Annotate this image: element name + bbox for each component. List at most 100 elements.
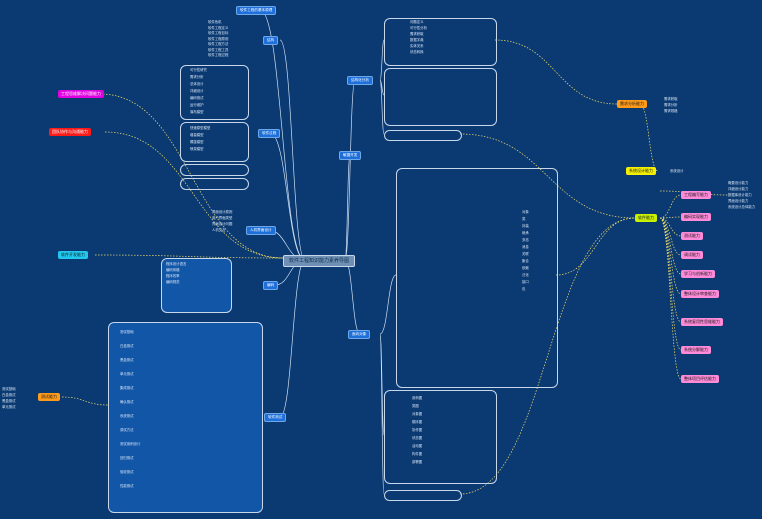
- testing-leaf: 性能测试: [120, 484, 134, 488]
- coding-leaf: 程序设计语言: [166, 262, 187, 266]
- oo-leaf: 类: [522, 217, 526, 221]
- basic-leaf: 软件工程原则: [208, 36, 229, 41]
- branch-dotted: [494, 39, 618, 105]
- cap-item: 概要设计能力: [728, 181, 749, 185]
- pink-dotted: [659, 217, 682, 351]
- frame-requirement-analysis: [384, 18, 497, 66]
- frame-data-flow: [384, 68, 497, 126]
- center-connector: [344, 79, 356, 261]
- basic-leaf: 软件工程方法: [208, 42, 229, 46]
- pink-dotted: [659, 217, 682, 275]
- pink-item[interactable]: 测试能力: [681, 232, 703, 240]
- cap-item: 详细设计能力: [728, 187, 749, 191]
- node-analysis-method[interactable]: 结构化分析: [347, 76, 373, 85]
- branch-software-ability[interactable]: 软件能力: [635, 214, 657, 222]
- uml-leaf: 类图: [412, 404, 419, 408]
- testing-leaf: 确认测试: [120, 400, 134, 404]
- ui-leaf: 用户界面类型: [212, 216, 233, 220]
- oo-leaf: 依赖: [522, 266, 529, 270]
- branch-dotted: [61, 396, 109, 406]
- pink-dotted: [659, 217, 682, 323]
- ui-leaf: 人机交互: [212, 228, 226, 232]
- left-test-item: 单元测试: [2, 405, 16, 409]
- branch-dev-ability[interactable]: 软件开发能力: [58, 251, 88, 259]
- basic-leaf: 软件危机: [208, 20, 222, 24]
- node-coding[interactable]: 编码: [263, 281, 279, 290]
- ui-leaf: 界面设计问题: [212, 222, 233, 226]
- branch-dotted: [459, 217, 636, 495]
- pink-dotted: [659, 216, 682, 219]
- pink-item[interactable]: 系统分解能力: [681, 346, 711, 354]
- basic-leaf: 软件工程目标: [208, 31, 229, 35]
- uml-leaf: 状态图: [412, 436, 423, 440]
- oo-leaf: 关联: [522, 252, 529, 256]
- node-structure[interactable]: 结构: [263, 36, 279, 45]
- oo-leaf: 接口: [522, 280, 529, 284]
- oo-leaf: 消息: [522, 245, 529, 249]
- analysis-connector: [379, 79, 385, 96]
- uml-leaf: 活动图: [412, 444, 423, 448]
- pink-dotted: [659, 194, 682, 219]
- center-connector: [259, 9, 306, 261]
- branch-system-design[interactable]: 系统设计能力: [626, 167, 656, 175]
- oo-leaf: 封装: [522, 224, 529, 228]
- frame-data-dict: [384, 130, 462, 141]
- frame-models: [180, 122, 249, 162]
- testing-leaf: 调试方法: [120, 428, 134, 432]
- analysis-leaf: 需求获取: [410, 32, 424, 36]
- uml-leaf: 构件图: [412, 452, 423, 456]
- pink-item[interactable]: 编码实现能力: [681, 213, 711, 221]
- analysis-connector: [379, 39, 385, 81]
- pink-item[interactable]: 调试能力: [681, 251, 703, 259]
- center-connector: [279, 39, 306, 261]
- left-test-item: 黑盒测试: [2, 399, 16, 403]
- node-testing[interactable]: 软件测试: [264, 413, 287, 422]
- basic-leaf: 软件工程过程: [208, 53, 229, 57]
- oo-leaf: 泛化: [522, 273, 529, 277]
- branch-requirement[interactable]: 需求分析能力: [617, 100, 647, 108]
- model-leaf: 喷泉模型: [190, 147, 204, 151]
- center-topic[interactable]: 软件工程知识能力素养导图: [283, 255, 356, 267]
- testing-leaf: 黑盒测试: [120, 358, 134, 362]
- node-ui-design[interactable]: 人机界面设计: [246, 226, 276, 235]
- center-connector: [344, 259, 361, 335]
- coding-leaf: 编码风格: [166, 268, 180, 272]
- pink-item[interactable]: 整体项目评估能力: [681, 375, 719, 383]
- analysis-connector: [379, 79, 385, 135]
- pink-item[interactable]: 工程编写能力: [681, 191, 711, 199]
- testing-leaf: 系统测试: [120, 414, 134, 418]
- sys-design-label: 系统设计: [670, 169, 684, 173]
- branch-engineering-thinking[interactable]: 工程思维解决问题能力: [58, 90, 104, 98]
- process-leaf: 详细设计: [190, 89, 204, 93]
- branch-dotted: [94, 254, 284, 259]
- analysis-leaf: 问题定义: [410, 20, 424, 24]
- oo-leaf: 包: [522, 287, 526, 291]
- process-leaf: 需求分析: [190, 75, 204, 79]
- oo-leaf: 继承: [522, 231, 529, 235]
- node-oo[interactable]: 面向对象: [348, 330, 371, 339]
- pink-item[interactable]: 学习与创新能力: [681, 270, 715, 278]
- oo-leaf: 聚合: [522, 259, 529, 263]
- testing-leaf: 单元测试: [120, 372, 134, 376]
- process-leaf: 编码测试: [190, 96, 204, 100]
- uml-leaf: 对象图: [412, 412, 423, 416]
- process-leaf: 运行维护: [190, 103, 204, 107]
- pink-dotted: [659, 217, 682, 380]
- uml-leaf: 部署图: [412, 460, 423, 464]
- pink-item[interactable]: 整体设计审查能力: [681, 290, 719, 298]
- process-leaf: 瀑布模型: [190, 110, 204, 114]
- testing-leaf: 测试基础: [120, 330, 134, 334]
- left-test-item: 白盒测试: [2, 393, 16, 397]
- oo-connector: [379, 274, 397, 335]
- analysis-leaf: 状态转换: [410, 50, 424, 54]
- branch-teamwork[interactable]: 团队协作与沟通能力: [49, 128, 91, 136]
- basic-leaf: 软件工程工具: [208, 47, 229, 52]
- uml-leaf: 协作图: [412, 428, 423, 432]
- node-agile[interactable]: 敏捷开发: [339, 151, 362, 160]
- oo-leaf: 多态: [522, 238, 529, 242]
- pink-item[interactable]: 系统复用性思维能力: [681, 318, 723, 326]
- branch-test-ability[interactable]: 测试能力: [38, 393, 60, 401]
- testing-leaf: 回归测试: [120, 456, 134, 460]
- node-software-process[interactable]: 软件过程: [258, 129, 281, 138]
- node-basic-knowledge[interactable]: 软件工程的基本原理: [236, 6, 277, 15]
